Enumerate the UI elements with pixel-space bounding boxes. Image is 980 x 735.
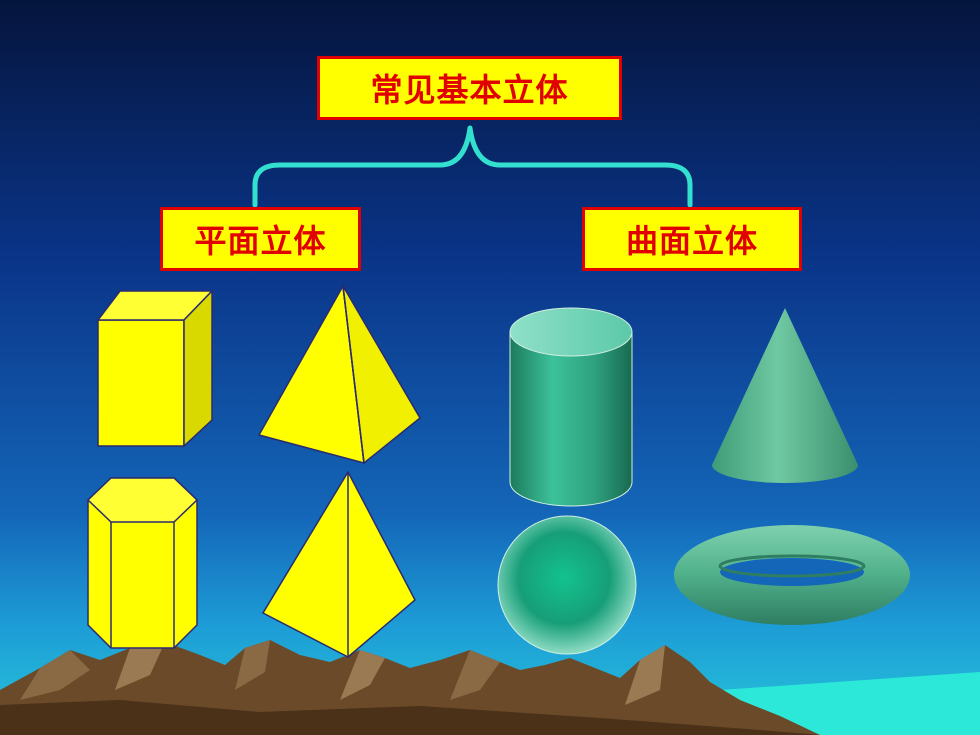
- hexagonal-prism-shape: [86, 477, 199, 649]
- curved-solids-label: 曲面立体: [582, 207, 802, 271]
- triangular-pyramid-shape: [257, 283, 421, 465]
- mountain-range: [0, 640, 820, 735]
- category-brace: [252, 125, 693, 208]
- cone-shape: [712, 308, 858, 483]
- title-label: 常见基本立体: [317, 56, 622, 120]
- torus-shape: [674, 525, 910, 625]
- rectangular-prism-shape: [96, 289, 214, 448]
- square-pyramid-shape: [261, 470, 416, 658]
- sphere-shape: [497, 515, 637, 655]
- planar-solids-label: 平面立体: [160, 207, 361, 271]
- cylinder-shape: [509, 307, 633, 507]
